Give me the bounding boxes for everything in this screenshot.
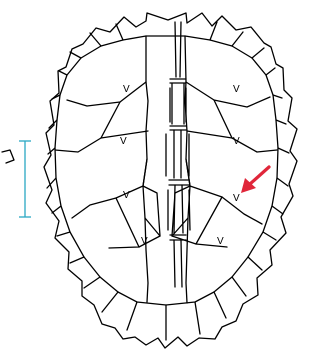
costal-right-2-label: V	[233, 136, 240, 147]
costal-left-4-label: V	[141, 236, 148, 247]
highlight-arrow	[241, 167, 269, 193]
costal-right-1-label: V	[233, 84, 240, 95]
costal-left-2-label: V	[120, 136, 127, 147]
scute-labels: V V V V V V V V	[120, 84, 240, 247]
costal-dividers-left	[55, 82, 160, 248]
costal-left-1-label: V	[123, 84, 130, 95]
scale-bar	[19, 141, 31, 217]
costal-left-3-label: V	[123, 190, 130, 201]
costal-right-4-label: V	[217, 236, 224, 247]
left-edge-fragment	[2, 150, 14, 163]
costal-right-3-label: V	[233, 193, 240, 204]
marginal-dividers-right	[166, 22, 289, 340]
